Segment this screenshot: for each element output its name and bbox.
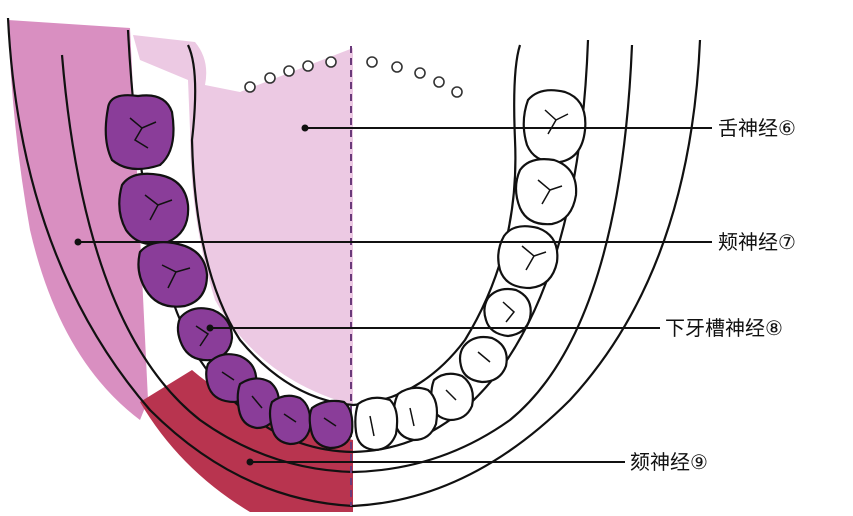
mental-nerve-label: 颏神经⑨ [630,452,708,472]
right-lateral-incisor [394,388,437,440]
inferior-alveolar-nerve-label: 下牙槽神经⑧ [665,318,783,338]
buccal-nerve-label: 颊神经⑦ [718,232,796,252]
right-molar-3 [524,90,586,162]
lingual-nerve-label: 舌神经⑥ [718,118,796,138]
left-central-incisor [310,401,353,448]
right-teeth [355,90,585,450]
left-lateral-incisor [270,396,310,444]
right-molar-2 [516,159,576,224]
right-premolar-1 [460,337,507,382]
left-molar-1 [138,242,207,306]
right-molar-1 [498,226,557,288]
right-central-incisor [355,398,397,450]
left-premolar-2 [178,308,232,360]
left-molar-2 [119,174,188,245]
